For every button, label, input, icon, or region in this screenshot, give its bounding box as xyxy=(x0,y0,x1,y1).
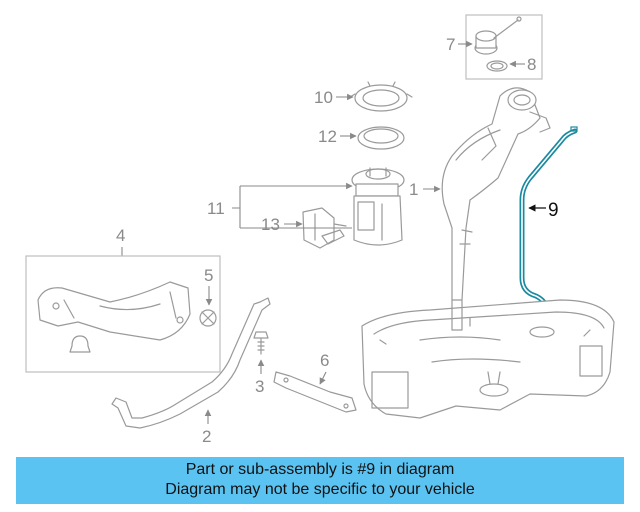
fuel-cap-group: 7 8 xyxy=(446,14,543,80)
callout-10: 10 xyxy=(314,88,333,107)
callout-8: 8 xyxy=(527,55,536,74)
bolt-part xyxy=(253,331,269,355)
bracket-part-6 xyxy=(273,371,357,413)
filler-neck-part xyxy=(441,87,551,301)
callout-7: 7 xyxy=(446,35,455,54)
seal-ring-part: 12 xyxy=(318,126,405,150)
callout-6: 6 xyxy=(320,351,329,370)
heat-shield-group: 4 5 xyxy=(25,226,221,373)
clip-nut xyxy=(69,335,91,353)
cap-seal-ring xyxy=(486,60,508,72)
callout-4: 4 xyxy=(116,226,125,245)
callout-13: 13 xyxy=(261,215,280,234)
callout-12: 12 xyxy=(318,127,337,146)
retainer-part-5 xyxy=(199,309,217,327)
tank-strap-part xyxy=(111,297,271,429)
callout-1: 1 xyxy=(409,180,418,199)
callout-5: 5 xyxy=(204,266,213,285)
lock-ring-part: 10 xyxy=(314,81,413,112)
banner-line-1: Part or sub-assembly is #9 in diagram xyxy=(185,461,455,478)
heat-shield-part xyxy=(37,281,191,341)
info-banner: Part or sub-assembly is #9 in diagram Di… xyxy=(16,457,624,504)
fuel-tank-part xyxy=(361,299,615,419)
callout-2: 2 xyxy=(202,427,211,446)
callout-11: 11 xyxy=(207,199,225,218)
fuel-pump-module xyxy=(351,167,405,246)
callout-9: 9 xyxy=(548,200,559,221)
fuel-cap-part xyxy=(474,16,522,55)
parts-diagram: 7 8 10 12 11 13 xyxy=(25,14,615,446)
callout-3: 3 xyxy=(255,377,264,396)
banner-line-2: Diagram may not be specific to your vehi… xyxy=(165,481,475,498)
